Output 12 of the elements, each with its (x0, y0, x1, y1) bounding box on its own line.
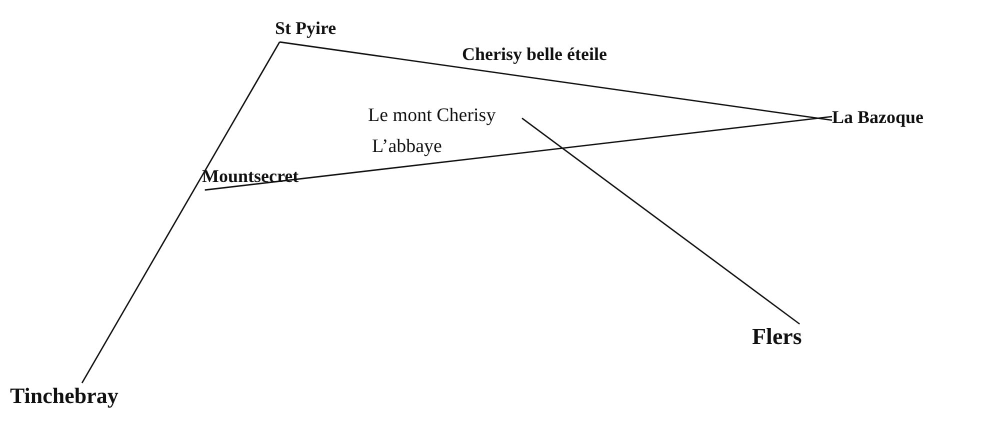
place-name: Flers (752, 324, 802, 349)
place-name: Mountsecret (202, 166, 299, 186)
connector-line (204, 116, 832, 191)
connector-line (522, 118, 800, 325)
place-name: La Bazoque (832, 107, 924, 127)
place-name: Le mont Cherisy (368, 105, 496, 126)
place-name: Tinchebray (10, 383, 118, 408)
place-name: Cherisy belle éteile (462, 44, 607, 65)
place-name: St Pyire (275, 18, 336, 38)
place-name: L’abbaye (372, 136, 442, 158)
connector-line (280, 41, 832, 121)
connector-line (81, 42, 280, 384)
